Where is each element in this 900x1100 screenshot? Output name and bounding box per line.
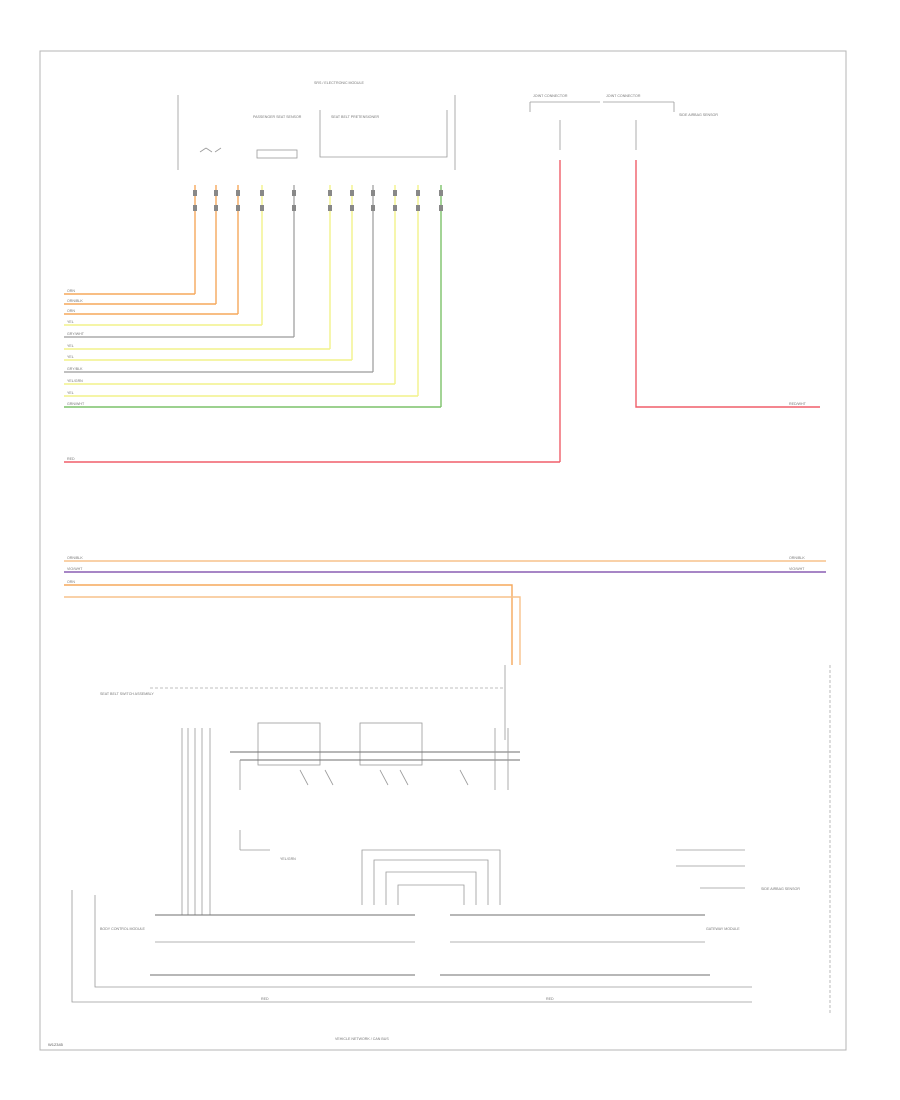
right-stub-label: SIDE AIRBAG SENSOR <box>761 887 800 891</box>
switch-drops <box>181 728 509 915</box>
diagram-frame <box>39 50 847 1051</box>
switch-box-2 <box>359 722 423 766</box>
ground-label-1: RED <box>261 997 269 1001</box>
pretensioner-label: SEAT BELT PRETENSIONER <box>331 115 379 119</box>
wire-label-5: GRY/WHT <box>67 332 85 336</box>
crossover-inner <box>385 871 477 905</box>
wire-label-8: GRY/BLK <box>67 367 83 371</box>
connector-left-label: JOINT CONNECTOR <box>533 94 568 98</box>
crossover-outer <box>361 849 501 905</box>
ground-label-2: RED <box>546 997 554 1001</box>
right-side-stubs: SIDE AIRBAG SENSOR <box>676 665 831 1015</box>
wire-label-7: YEL <box>67 355 74 359</box>
wire-label-2: ORN/BLK <box>67 299 83 303</box>
pin-markers <box>193 190 443 211</box>
switch-assembly-label: SEAT BELT SWITCH ASSEMBLY <box>100 692 154 696</box>
switch-assembly: SEAT BELT SWITCH ASSEMBLY YEL/GRN <box>100 665 520 915</box>
ground-symbol <box>199 147 222 153</box>
gateway-label: GATEWAY MODULE <box>706 927 740 931</box>
wire-label-12: RED <box>67 457 75 461</box>
ground-bus-2 <box>94 895 752 988</box>
side-note-label: SIDE AIRBAG SENSOR <box>679 113 718 117</box>
wire-label-r2: ORN/BLK <box>789 556 805 560</box>
red-wires-top-right: RED/WHT <box>559 120 820 462</box>
wire-label-1: ORN <box>67 289 75 293</box>
ground-bus <box>71 890 752 1003</box>
wire-label-15: ORN <box>67 580 75 584</box>
seat-sensor-label: PASSENGER SEAT SENSOR <box>253 115 302 119</box>
bus-wire-3 <box>64 584 513 665</box>
wire-label-9: YEL/GRN <box>67 379 83 383</box>
small-component-label: YEL/GRN <box>280 857 296 861</box>
seat-sensor-box <box>256 149 298 159</box>
wire-label-r3: VIO/WHT <box>789 567 805 571</box>
wire-label-6: YEL <box>67 344 74 348</box>
bcm-label: BODY CONTROL MODULE <box>100 927 146 931</box>
wire-label-r1: RED/WHT <box>789 402 807 406</box>
switch-box-1 <box>257 722 321 766</box>
left-wire-labels: ORN ORN/BLK ORN YEL GRY/WHT YEL YEL GRY/… <box>67 289 85 461</box>
top-module-title: SRS / ELECTRONIC MODULE <box>314 81 365 85</box>
bus-wire-4 <box>64 596 521 665</box>
bottom-modules: BODY CONTROL MODULE GATEWAY MODULE RED R… <box>71 849 752 1041</box>
middle-bus-wires: ORN/BLK VIO/WHT ORN ORN/BLK VIO/WHT <box>64 556 826 665</box>
top-module-group: SRS / ELECTRONIC MODULE PASSENGER SEAT S… <box>177 81 456 170</box>
wire-label-13: ORN/BLK <box>67 556 83 560</box>
wire-label-10: YEL <box>67 391 74 395</box>
wire-label-4: YEL <box>67 320 74 324</box>
top-right-connectors: JOINT CONNECTOR JOINT CONNECTOR SIDE AIR… <box>529 94 718 117</box>
crossover-middle <box>373 859 489 905</box>
top-vertical-wires <box>193 185 443 407</box>
footer-code: W12345 <box>48 1042 64 1047</box>
bottom-caption: VEHICLE NETWORK / CAN BUS <box>335 1037 389 1041</box>
wire-label-14: VIO/WHT <box>67 567 83 571</box>
pretensioner-box <box>319 110 448 158</box>
wire-label-3: ORN <box>67 309 75 313</box>
crossover-core <box>397 884 465 905</box>
wire-label-11: GRN/WHT <box>67 402 85 406</box>
red-wire-right <box>635 160 820 408</box>
connector-right-label: JOINT CONNECTOR <box>606 94 641 98</box>
left-horizontal-wires <box>64 293 560 463</box>
